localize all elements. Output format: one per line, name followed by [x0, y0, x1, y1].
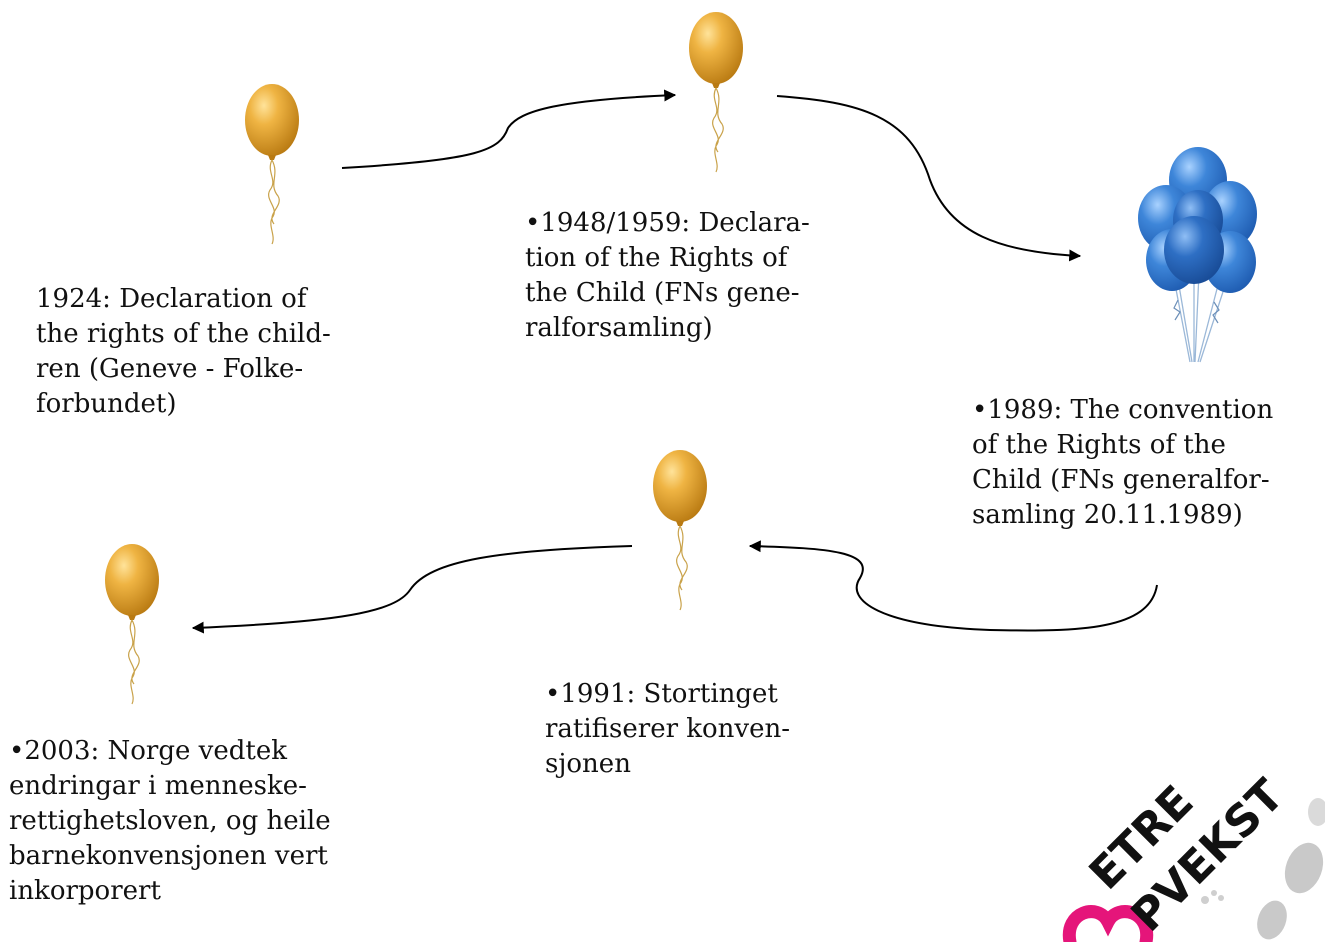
arrow-1948-to-1989 [776, 95, 1082, 262]
blue-balloon-bunch-icon [1138, 147, 1257, 363]
milestone-1991-caption: •1991: Stortinget ratifiserer konven- sj… [545, 679, 791, 779]
arrow-1989-to-1991 [748, 540, 1158, 632]
milestone-1948-caption: •1948/1959: Declara- tion of the Rights … [525, 208, 810, 343]
milestone-2003-caption: •2003: Norge vedtek endringar i menneske… [9, 736, 331, 906]
arrow-1924-to-1948 [341, 89, 677, 169]
milestone-1924-caption: 1924: Declaration of the rights of the c… [36, 284, 331, 419]
gold-balloon-icon [652, 449, 708, 611]
gold-balloon-icon [104, 543, 160, 705]
gold-balloon-icon [688, 11, 744, 173]
arrow-1991-to-2003 [191, 545, 633, 634]
milestone-1989-caption: •1989: The convention of the Rights of t… [972, 395, 1274, 530]
betre-oppvekst-logo: ETRE PVEKST [1062, 770, 1325, 942]
gold-balloon-icon [244, 83, 300, 245]
